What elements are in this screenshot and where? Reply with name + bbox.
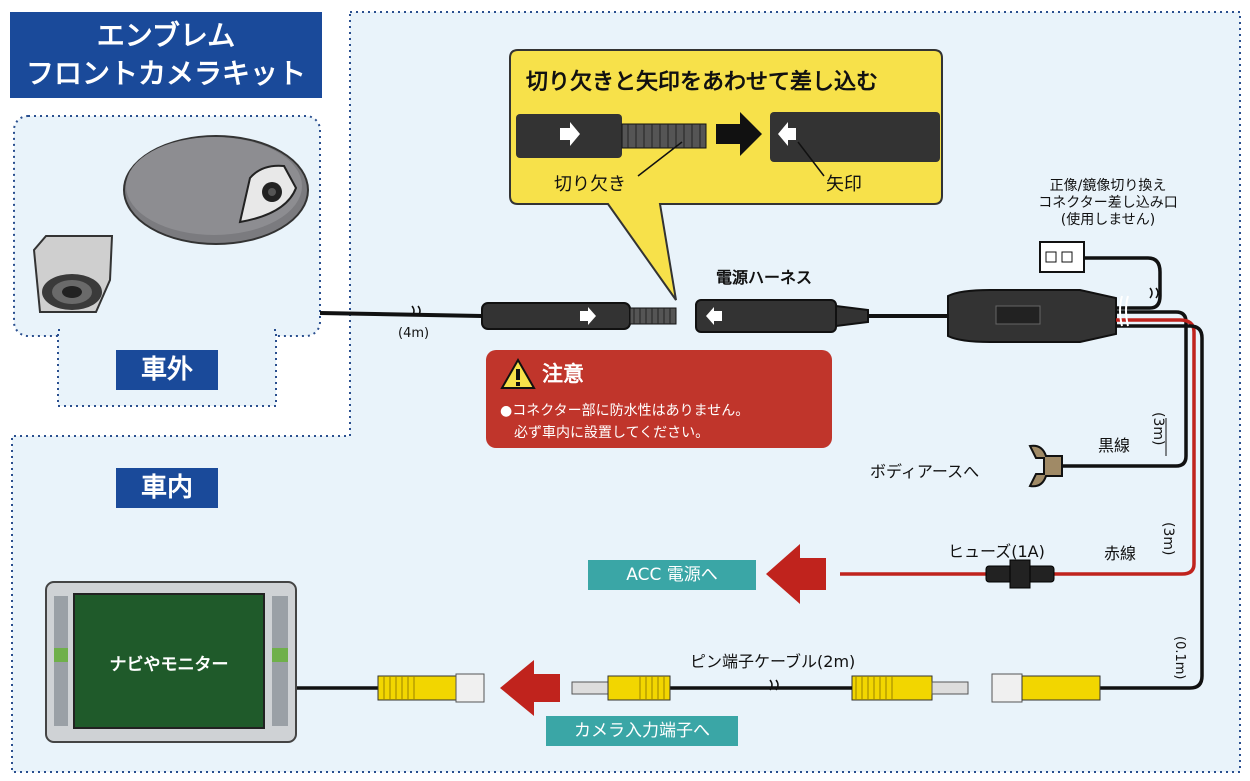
monitor-label: ナビやモニター [109, 655, 229, 675]
inside-label: 車内 [116, 468, 218, 508]
rca-female-right [991, 673, 1101, 703]
pin-cable-label: ピン端子ケーブル(2m) [690, 652, 856, 671]
kit-title-line1: エンブレム [96, 19, 236, 52]
mirror-connector-line1: 正像/鏡像切り換え [1049, 178, 1167, 194]
acc-power-label: ACC 電源へ [588, 560, 756, 590]
red-wire-length: (3m) [1160, 522, 1176, 556]
power-harness-label: 電源ハーネス [716, 268, 813, 287]
wrench-terminal-icon [1028, 444, 1063, 488]
arrow-right-icon [580, 307, 596, 325]
red-wire [1054, 318, 1196, 576]
mirror-connector-line2: コネクター差し込み口 [1038, 195, 1178, 211]
rca-female-monitor [377, 673, 485, 703]
arrow-left-icon [706, 307, 722, 325]
mirror-connector-line3: (使用しません) [1060, 212, 1156, 228]
camera-cable [319, 311, 483, 318]
body-earth-label: ボディアースへ [870, 462, 980, 481]
black-wire [1062, 310, 1188, 468]
mirror-connector-wire [1084, 256, 1162, 310]
caution-line2: 必ず車内に設置してください。 [514, 425, 710, 441]
video-out-length: (0.1m) [1172, 636, 1187, 680]
callout-title: 切り欠きと矢印をあわせて差し込む [526, 70, 879, 95]
mirror-connector-label: 正像/鏡像切り換え コネクター差し込み口 (使用しません) [1010, 178, 1206, 229]
insert-arrow-icon [716, 112, 762, 156]
kit-title: エンブレム フロントカメラキット [10, 12, 322, 98]
acc-arrow [766, 544, 826, 604]
callout-arrow-left-icon [778, 122, 796, 146]
outside-label: 車外 [116, 350, 218, 390]
camera-input-arrow [500, 660, 560, 716]
fuse-holder [985, 559, 1055, 589]
rca-male-mid [851, 675, 969, 701]
warning-triangle-icon [500, 358, 536, 389]
callout-arrow-right-icon [560, 122, 580, 146]
caution-box: 注意 ●コネクター部に防水性はありません。 必ず車内に設置してください。 [486, 350, 832, 448]
camera-body [32, 235, 114, 313]
kit-title-line2: フロントカメラキット [25, 57, 306, 90]
arrow-label: 矢印 [826, 174, 862, 195]
notch-label: 切り欠き [554, 174, 626, 195]
video-wire [1100, 324, 1204, 690]
caution-line1: ●コネクター部に防水性はありません。 [500, 403, 750, 419]
camera-connector [481, 302, 631, 330]
rca-male-left [571, 675, 671, 701]
monitor [45, 581, 297, 743]
black-wire-length: (3m) [1150, 412, 1166, 446]
caution-heading: 注意 [542, 362, 584, 386]
camera-cable-length: (4m) [398, 326, 430, 341]
red-wire-label: 赤線 [1104, 544, 1137, 563]
harness-box [947, 289, 1117, 343]
black-wire-label: 黒線 [1098, 436, 1131, 455]
camera-input-label: カメラ入力端子へ [546, 716, 738, 746]
fuse-label: ヒューズ(1A) [948, 542, 1045, 561]
